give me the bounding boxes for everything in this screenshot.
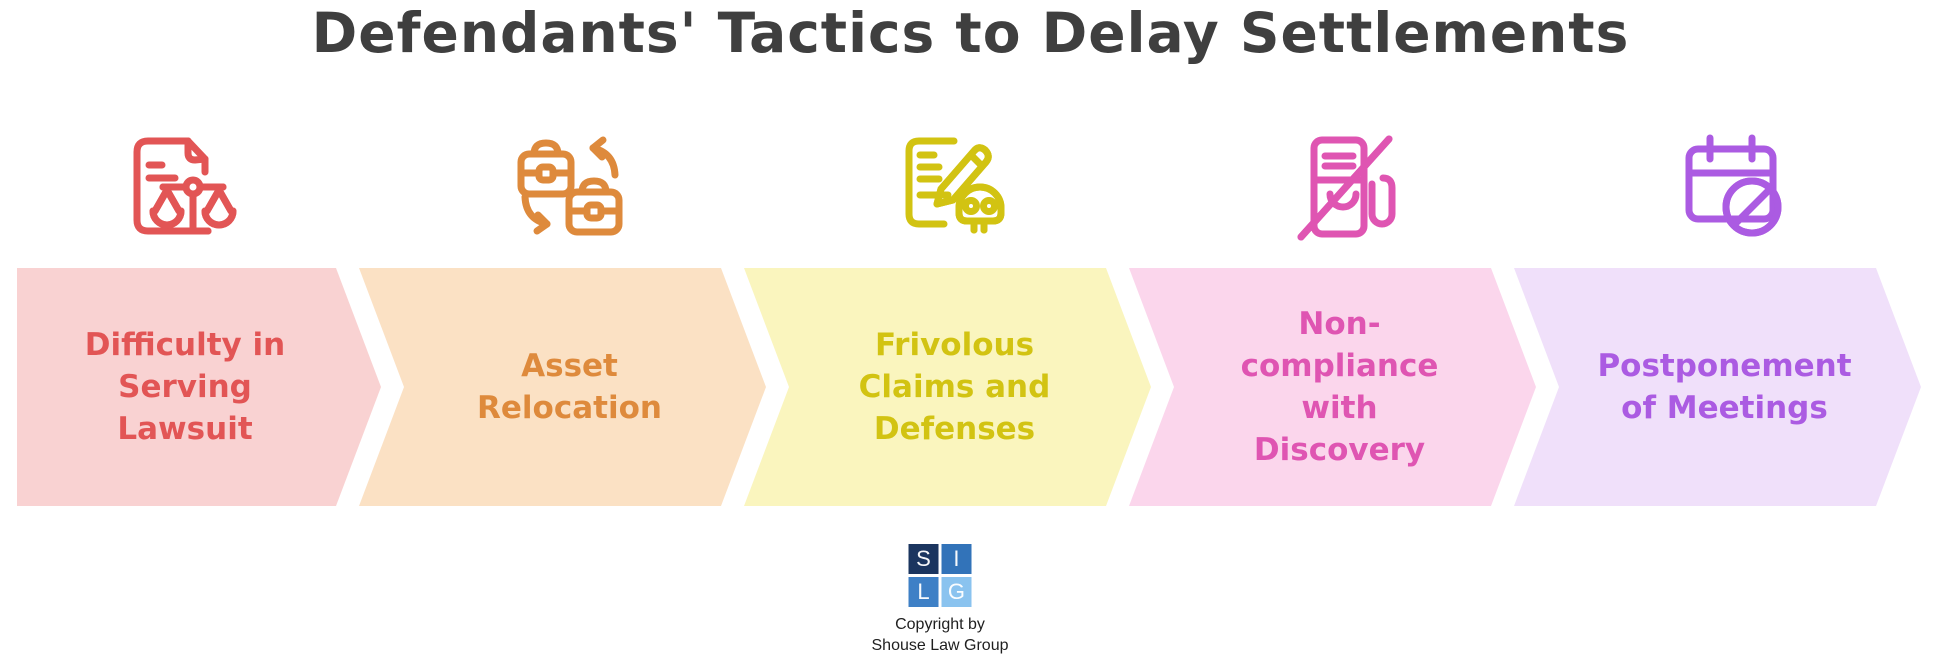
footer: S I L G Copyright by Shouse Law Group <box>872 544 1009 656</box>
logo-letter: I <box>953 546 960 571</box>
shouse-law-group-logo: S I L G <box>908 544 972 607</box>
crossed-document-icon <box>1292 134 1404 242</box>
logo-letter: G <box>947 579 966 604</box>
logo-letter: L <box>917 579 930 604</box>
logo-cell-i: I <box>941 544 972 574</box>
step-chevron-postponement-meetings: Postponement of Meetings <box>1514 268 1921 506</box>
step-chevron-frivolous-claims: Frivolous Claims and Defenses <box>744 268 1151 506</box>
briefcase-swap-icon <box>514 134 626 242</box>
logo-cell-l: L <box>908 577 939 607</box>
copyright-line2: Shouse Law Group <box>871 637 1009 654</box>
logo-cell-s: S <box>908 544 939 574</box>
calendar-cancelled-icon <box>1677 134 1789 242</box>
step-chevron-asset-relocation: Asset Relocation <box>359 268 766 506</box>
logo-letter: S <box>916 546 931 571</box>
step-chevron-difficulty-serving: Difficulty in Serving Lawsuit <box>17 268 381 506</box>
page-title: Defendants' Tactics to Delay Settlements <box>311 1 1630 65</box>
document-pencil-skull-icon <box>898 134 1010 242</box>
logo-cell-g: G <box>941 577 972 607</box>
lawsuit-document-scales-icon <box>126 134 238 242</box>
step-chevron-noncompliance-discovery: Non- compliance with Discovery <box>1129 268 1536 506</box>
step-label: Non- compliance with Discovery <box>1240 306 1439 468</box>
step-label: Asset Relocation <box>477 348 662 426</box>
step-label: Postponement of Meetings <box>1597 348 1852 426</box>
step-label: Difficulty in Serving Lawsuit <box>84 327 286 447</box>
copyright-line1: Copyright by <box>895 616 985 633</box>
copyright-text: Copyright by Shouse Law Group <box>872 614 1009 656</box>
step-label: Frivolous Claims and Defenses <box>858 327 1051 447</box>
